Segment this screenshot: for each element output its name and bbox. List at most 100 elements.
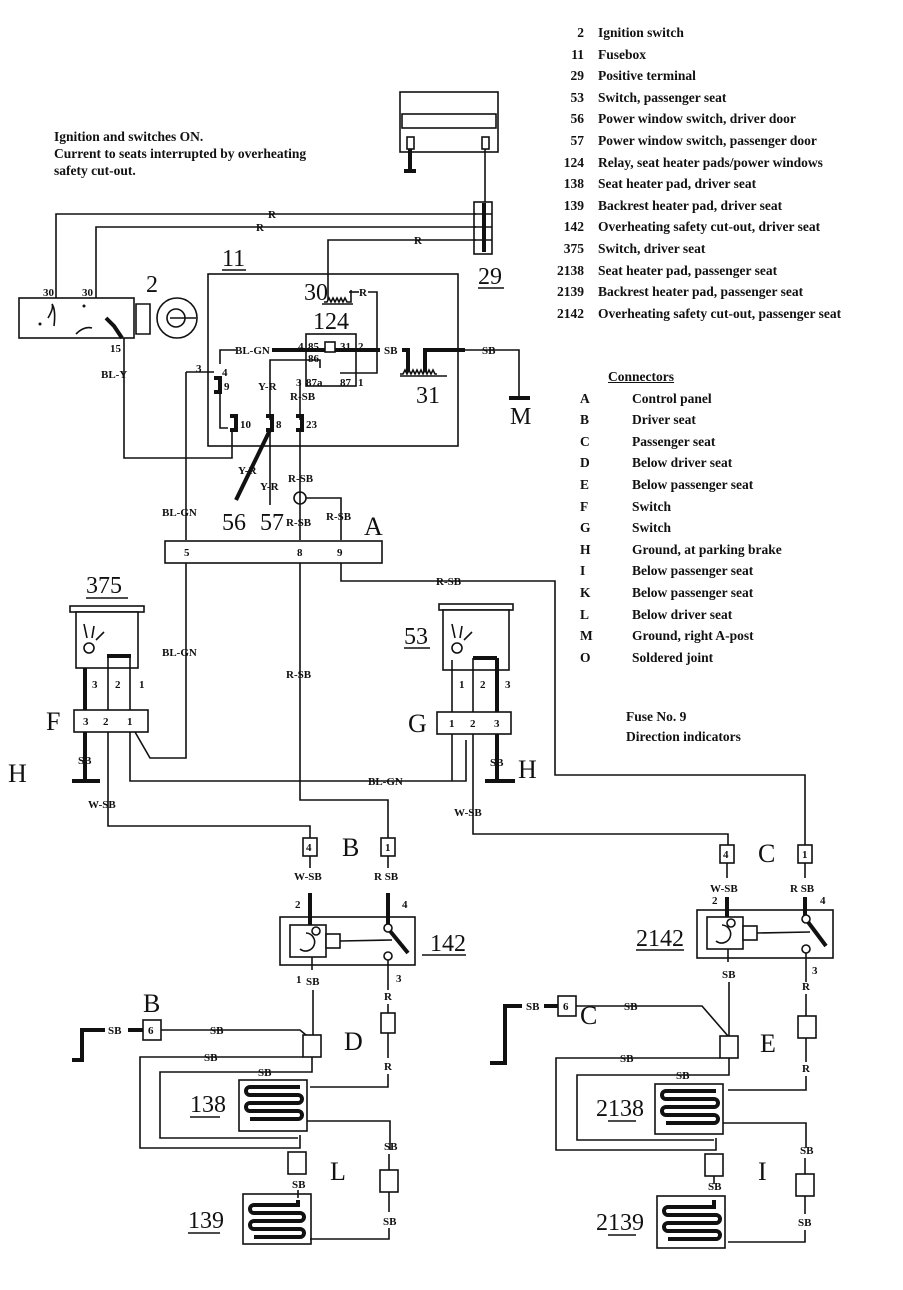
switch-53: 53 1 2 3 <box>404 603 514 712</box>
wire-y-r-56 <box>234 429 272 501</box>
wire-r-ignition-30a <box>55 213 476 300</box>
wire-label-r: R <box>414 235 423 247</box>
wire-label-w-sb: W-SB <box>88 799 116 811</box>
wire-138-sb <box>307 1120 391 1150</box>
wire-label-r-sb: R-SB <box>326 511 352 523</box>
wire-sb-loop-outer-p <box>555 1057 720 1151</box>
wire-w-sb-b4 <box>107 732 311 840</box>
wire-label-w-sb: W-SB <box>454 807 482 819</box>
wire-w-sb-c4 <box>472 734 729 845</box>
note-line-1: Ignition and switches ON. <box>54 129 204 144</box>
wire-label-r: R <box>802 981 811 993</box>
pin-2: 2 <box>295 899 301 911</box>
wire-label-r-sb: R SB <box>790 883 815 895</box>
wire-r-sb-b1 <box>299 563 389 840</box>
heater-pad-139-body <box>242 1193 312 1245</box>
pin-2: 2 <box>470 718 476 730</box>
pin-87: 87 <box>340 377 352 389</box>
label-f: F <box>46 707 60 736</box>
wire-sb-139 <box>310 1228 390 1240</box>
inline-connector <box>797 1015 817 1039</box>
label-57: 57 <box>260 510 284 536</box>
label-11: 11 <box>222 246 245 272</box>
wire-label-r: R <box>359 287 368 299</box>
wire-label-r-sb: R SB <box>374 871 399 883</box>
cutout-142-body <box>279 916 416 966</box>
pin-10: 10 <box>240 419 252 431</box>
battery-positive-post <box>481 136 490 150</box>
switch-53-lamp <box>451 642 463 654</box>
pin-1: 1 <box>127 716 133 728</box>
wire-sb-b6-d <box>161 1029 307 1036</box>
label-124: 124 <box>313 309 349 335</box>
pin-2: 2 <box>358 341 364 353</box>
note-line-2: Current to seats interrupted by overheat… <box>54 146 307 161</box>
wire-label-r-sb: R-SB <box>286 517 312 529</box>
pin-2: 2 <box>103 716 109 728</box>
battery-top-strip <box>401 113 497 129</box>
wire-label-bl-gn: BL-GN <box>235 345 270 357</box>
wire-label-r: R <box>268 209 277 221</box>
note-line-3: safety cut-out. <box>54 163 136 178</box>
connector-a: 5 8 9 A <box>164 512 383 564</box>
label-h2: H <box>518 755 537 784</box>
switch-terminal-3 <box>801 944 811 954</box>
heating-element <box>244 1085 304 1121</box>
plunger-link <box>339 939 393 942</box>
bus-bar-30 <box>324 290 352 304</box>
label-2142: 2142 <box>636 926 684 952</box>
inline-connector <box>379 1169 399 1193</box>
wire-label-w-sb: W-SB <box>294 871 322 883</box>
wire-label-sb: SB <box>482 345 496 357</box>
wire-label-sb: SB <box>798 1217 812 1229</box>
wire-label-sb: SB <box>78 755 92 767</box>
ground-passenger <box>490 1004 522 1065</box>
label-29: 29 <box>478 264 502 290</box>
pin-4: 4 <box>298 341 304 353</box>
heater-pad-2139: 2139 <box>596 1195 726 1249</box>
label-l: L <box>330 1157 346 1186</box>
connector-l <box>287 1151 307 1175</box>
pin-8: 8 <box>276 419 282 431</box>
fuse-8 <box>266 414 274 432</box>
switch-53-rocker <box>438 603 514 611</box>
thermostat-plunger <box>742 925 758 941</box>
wire-label-sb: SB <box>722 969 736 981</box>
relay-coil <box>324 341 336 353</box>
thermostat-terminal <box>311 926 321 936</box>
wire-r-sb-joint <box>306 497 342 540</box>
wire-label-bl-gn: BL-GN <box>162 647 197 659</box>
connector-b: 4 1 B <box>302 833 396 862</box>
pin-3: 3 <box>296 377 302 389</box>
pin-87a: 87a <box>306 377 323 389</box>
label-c2: C <box>580 1001 597 1030</box>
wire-label-y-r: Y-R <box>260 481 280 493</box>
heating-element <box>248 1200 306 1239</box>
pin-15: 15 <box>110 343 122 355</box>
wire-label-bl-gn: BL-GN <box>368 776 403 788</box>
pin-8: 8 <box>297 547 303 559</box>
label-a: A <box>364 512 383 541</box>
pin-4: 4 <box>222 367 228 379</box>
wire-label-sb: SB <box>800 1145 814 1157</box>
ignition-contact <box>47 303 56 327</box>
pin-3: 3 <box>83 716 89 728</box>
switch-terminal-4 <box>383 923 393 933</box>
wire-label-sb: SB <box>526 1001 540 1013</box>
wire-label-r-sb: R-SB <box>286 669 312 681</box>
wire-label-sb: SB <box>383 1216 397 1228</box>
label-138: 138 <box>190 1092 226 1118</box>
connector-g-body <box>436 711 512 735</box>
pin-4: 4 <box>402 899 408 911</box>
wire-label-sb: SB <box>676 1070 690 1082</box>
